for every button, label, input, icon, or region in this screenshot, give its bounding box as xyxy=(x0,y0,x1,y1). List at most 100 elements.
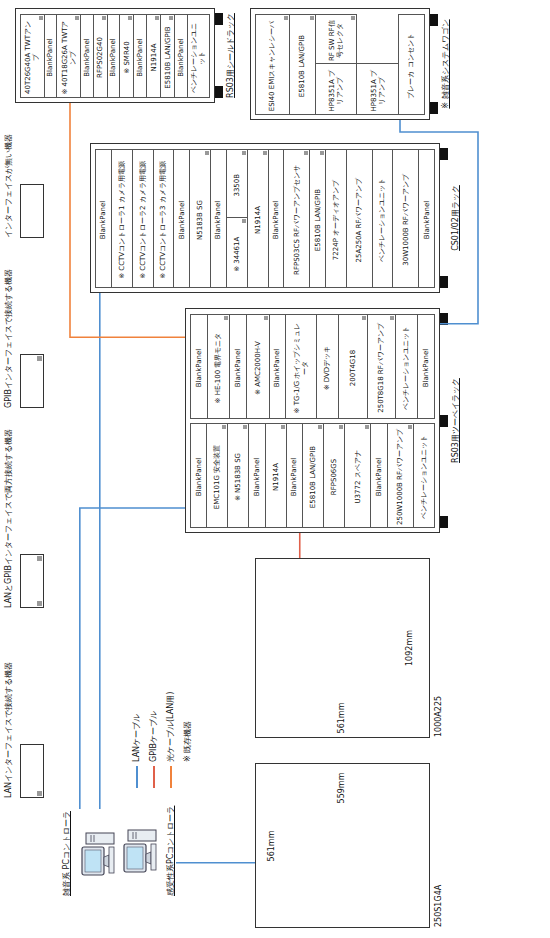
rack-panel: BlankPanel xyxy=(107,14,121,98)
system-wagon: ※ 雑音系システムワゴンESI40 EMIスキャンレシーバE5810B LAN/… xyxy=(250,8,430,120)
interface-mark xyxy=(264,316,268,320)
panel-label: N1914A xyxy=(272,424,280,527)
interface-mark xyxy=(362,316,366,320)
interface-mark xyxy=(224,316,228,320)
panel-label: ※ TG-1/G ホイップシミュレータ xyxy=(293,315,309,418)
rack-panel: ベンチレーションユニット xyxy=(372,149,394,288)
interface-mark xyxy=(37,791,42,796)
legend-swatch xyxy=(153,766,155,788)
rack-panel: E5810B LAN/GPIB xyxy=(309,149,326,288)
interface-mark xyxy=(320,151,324,155)
legend-text: インターフェイスが無い機器 xyxy=(4,134,14,238)
panel-label: EMC101G 安全装置 xyxy=(213,424,221,527)
panel-label: ベンチレーションユニット xyxy=(420,424,428,527)
legend-item: インターフェイスが無い機器 xyxy=(4,134,44,238)
panel-label: BlankPanel xyxy=(195,315,203,418)
panel-label: HP8351A プリアンプ xyxy=(328,65,344,115)
panel-label: ベンチレーションユニット xyxy=(402,315,410,418)
legend-text: 光ケーブル(LAN用) xyxy=(166,692,176,762)
rack-panel: ※ 34461A xyxy=(226,218,248,289)
interface-mark xyxy=(128,16,132,20)
panel-label: BlankPanel xyxy=(46,15,54,97)
interface-mark xyxy=(222,425,226,429)
rack-panel: 40T26G40A TWTアンプ xyxy=(20,14,45,98)
panel-label: RFPS03CS RFパワーアンプセンサ xyxy=(293,150,301,287)
rack-panel: ※ CCTVコントローラ3 カメラ用電源 xyxy=(153,149,175,288)
rack-panel: 250T8G18 RFパワーアンプ xyxy=(367,314,396,419)
legend-sample xyxy=(20,184,44,238)
panel-label: 40T26G40A TWTアンプ xyxy=(24,15,40,97)
panel-label: BlankPanel xyxy=(423,150,431,287)
rack-panel: BlankPanel xyxy=(269,314,287,419)
rack-panel: RFPS02G40 xyxy=(93,14,108,98)
footprint-label: 250S1G4A xyxy=(434,885,444,927)
panel-label: 7224P オーディオアンプ xyxy=(332,150,340,287)
legend-swatch xyxy=(136,766,138,788)
panel-label: BlankPanel xyxy=(136,15,144,97)
panel-label: ※ DVDデッキ xyxy=(323,315,331,418)
panel-label: ベンチレーションユニット xyxy=(190,15,206,97)
equipment-rack: RS03用ツーベイラックBlankPanelEMC101G 安全装置※ N518… xyxy=(185,308,440,533)
rack-panel: BlankPanel xyxy=(417,314,435,419)
legend-item: GPIBインターフェイスで接続する機器 xyxy=(4,269,44,408)
dimension-label: 561mm xyxy=(337,701,347,736)
legend-sample xyxy=(20,744,44,798)
rack-panel: 7224P オーディオアンプ xyxy=(325,149,347,288)
rack-panel: HP8351A プリアンプ xyxy=(315,64,358,116)
rack-panel: 200T4G18 xyxy=(338,314,367,419)
rack-panel: BlankPanel xyxy=(229,314,247,419)
rack-panel: BlankPanel xyxy=(268,149,285,288)
panel-label: ※ SMR40 xyxy=(123,15,131,97)
panel-label: BlankPanel xyxy=(273,315,281,418)
equipment-rack: CS01/02用ラックBlankPanel※ CCTVコントローラ1 カメラ用電… xyxy=(90,143,440,293)
interface-mark xyxy=(243,425,247,429)
panel-label: BlankPanel xyxy=(214,150,222,287)
rack-panel: ベンチレーションユニット xyxy=(395,314,419,419)
rack-panel: EMC101G 安全装置 xyxy=(206,423,228,528)
rack-panel: ※ AMC2000H-V xyxy=(246,314,270,419)
legend-text: LANインターフェイスで接続する機器 xyxy=(4,662,14,798)
panel-label: BlankPanel xyxy=(109,15,117,97)
panel-label: BlankPanel xyxy=(195,424,203,527)
footprint-label: 1000A225 xyxy=(434,696,444,737)
panel-label: N5183B SG xyxy=(196,150,204,287)
legend-sample xyxy=(20,354,44,408)
panel-label: BlankPanel xyxy=(253,424,261,527)
rack-panel: ※ SMR40 xyxy=(119,14,134,98)
legend-text: LANケーブル xyxy=(132,714,142,762)
panel-label: BlankPanel xyxy=(422,315,430,418)
panel-label: ESI40 EMIスキャンレシーバ xyxy=(268,15,276,114)
rack-panel: BlankPanel xyxy=(173,149,190,288)
panel-label: ブレーカ コンセント xyxy=(407,15,415,114)
rack-panel: ベンチレーションユニット xyxy=(187,14,210,98)
panel-label: ※ N5183B SG xyxy=(234,424,242,527)
legend-text: LANとGPIBインターフェイスで両方接続する機器 xyxy=(4,429,14,608)
shield-rack: RS03用シールドラック40T26G40A TWTアンプBlankPanel※ … xyxy=(15,8,215,103)
legend-swatch xyxy=(170,766,172,788)
rack-title: RS03用ツーベイラック xyxy=(451,309,461,532)
pc-icon-holder xyxy=(122,828,158,874)
pc-icon xyxy=(122,828,158,874)
rack-panel: BlankPanel xyxy=(80,14,94,98)
dimension-label: 561mm xyxy=(267,829,277,864)
rack-panel: ※ CCTVコントローラ1 カメラ用電源 xyxy=(111,149,133,288)
rack-panel: U3772 スペアナ xyxy=(344,423,371,528)
rack-panel: E5810B LAN/GPIB xyxy=(160,14,175,98)
dimension-label: 1092mm xyxy=(405,628,415,668)
rack-panel: ※ 40T18G26A TWTアンプ xyxy=(56,14,81,98)
interface-mark xyxy=(304,151,308,155)
interface-mark xyxy=(339,425,343,429)
interface-mark xyxy=(75,16,79,20)
panel-label: ※ CCTVコントローラ1 カメラ用電源 xyxy=(118,150,126,287)
rack-panel: N1914A xyxy=(265,423,287,528)
dimension-label: 559mm xyxy=(337,771,347,806)
interface-mark xyxy=(365,425,369,429)
pc-label: 雑音系 PCコントローラ xyxy=(62,809,72,898)
panel-label: BlankPanel xyxy=(83,15,91,97)
panel-label: ※ CCTVコントローラ3 カメラ用電源 xyxy=(159,150,167,287)
lan-cable xyxy=(176,862,255,864)
rack-panel: RFPS03CS RFパワーアンプセンサ xyxy=(283,149,310,288)
panel-label: ※ CCTVコントローラ2 カメラ用電源 xyxy=(139,150,147,287)
panel-label: BlankPanel xyxy=(177,15,185,97)
